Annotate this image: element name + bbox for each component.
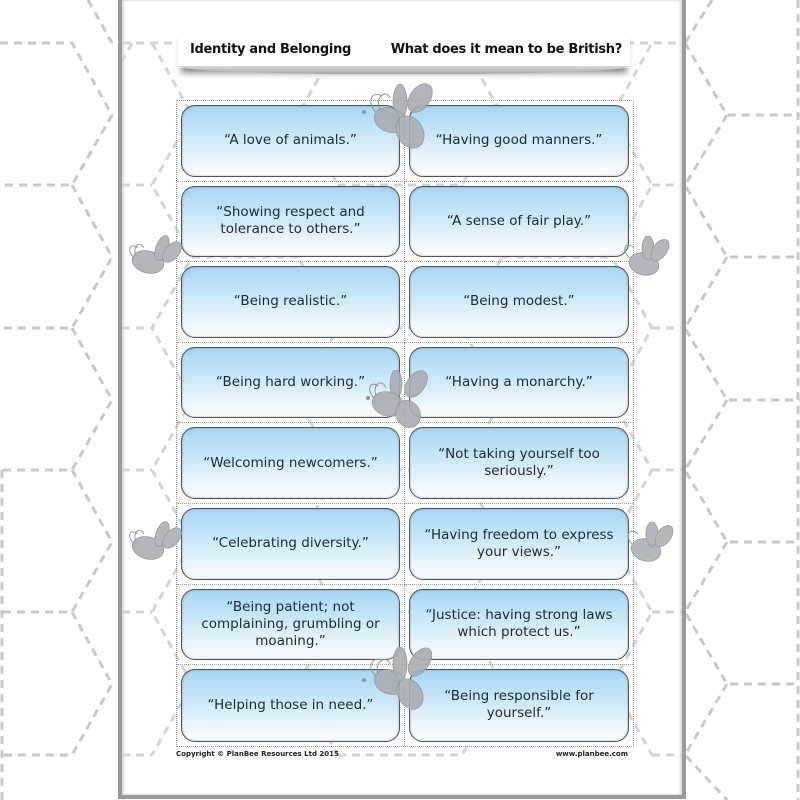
statement-card[interactable]: “Celebrating diversity.” (181, 508, 400, 580)
statement-card[interactable]: “Having good manners.” (409, 105, 629, 177)
worksheet-question: What does it mean to be British? (390, 42, 623, 57)
card-cell: “Showing respect and tolerance to others… (177, 181, 405, 263)
statement-card[interactable]: “Having freedom to express your views.” (409, 508, 629, 580)
statement-card[interactable]: “Being patient; not complaining, grumbli… (181, 588, 400, 661)
statement-card[interactable]: “Being realistic.” (181, 266, 400, 338)
card-cell: “Being responsible for yourself.” (405, 665, 633, 746)
card-cell: “Having freedom to express your views.” (405, 504, 633, 585)
statement-card[interactable]: “Having a monarchy.” (409, 346, 629, 419)
bee-icon (362, 646, 433, 710)
card-cell: “Having a monarchy.” (405, 343, 633, 424)
bee-icon (129, 521, 182, 560)
card-cell: “Justice: having strong laws which prote… (405, 585, 633, 666)
statement-card[interactable]: “Being hard working.” (181, 346, 400, 419)
website-link[interactable]: www.planbee.com (555, 750, 628, 758)
copyright-text: Copyright © PlanBee Resources Ltd 2015 (176, 750, 339, 758)
bee-icon (129, 235, 182, 274)
statement-card[interactable]: “Not taking yourself too seriously.” (409, 427, 629, 499)
card-cell: “Being hard working.” (177, 342, 405, 424)
statement-card[interactable]: “Justice: having strong laws which prote… (409, 588, 629, 661)
bee-icon (624, 235, 670, 276)
card-cell: “Not taking yourself too seriously.” (405, 423, 633, 504)
statement-card[interactable]: “A love of animals.” (181, 105, 400, 177)
card-cell: “Celebrating diversity.” (177, 504, 405, 585)
statement-card[interactable]: “Being modest.” (409, 266, 629, 338)
worksheet-header: Identity and Belonging What does it mean… (178, 28, 630, 74)
card-cell: “Having good manners.” (405, 101, 633, 182)
card-cell: “Being modest.” (405, 262, 633, 343)
card-cell: “Being realistic.” (177, 262, 405, 343)
topic-title: Identity and Belonging (190, 42, 352, 57)
card-cell: “A sense of fair play.” (405, 182, 633, 263)
statement-card[interactable]: “Being responsible for yourself.” (409, 669, 629, 742)
statement-card[interactable]: “Showing respect and tolerance to others… (181, 185, 400, 258)
statement-card[interactable]: “A sense of fair play.” (409, 185, 629, 258)
bee-icon (362, 83, 433, 149)
statement-card[interactable]: “Welcoming newcomers.” (181, 427, 400, 499)
card-cell: “Being patient; not complaining, grumbli… (177, 584, 405, 666)
bee-icon (366, 370, 428, 428)
card-cell: “Welcoming newcomers.” (177, 423, 405, 504)
bee-icon (627, 521, 674, 562)
worksheet-page: Identity and Belonging What does it mean… (118, 0, 686, 799)
card-sort-grid: “A love of animals.” “Having good manner… (176, 100, 634, 747)
